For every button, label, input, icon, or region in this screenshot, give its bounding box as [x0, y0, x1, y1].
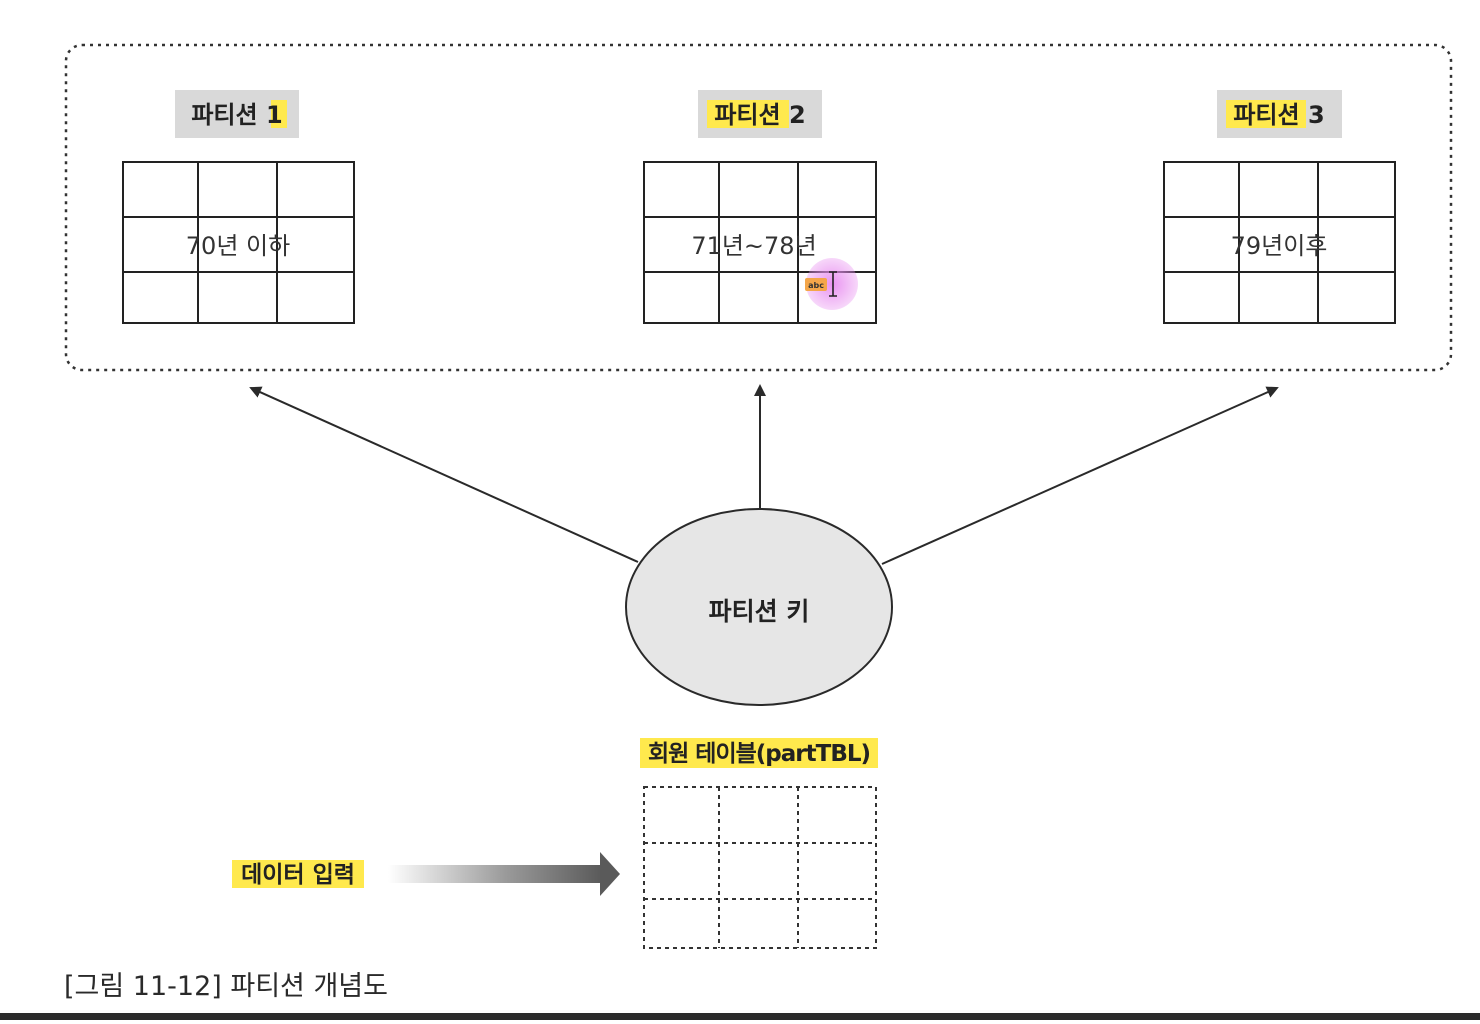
source-table-label: 회원 테이블(partTBL): [648, 741, 870, 767]
partition-2-range: 71년~78년: [691, 232, 816, 260]
i-beam-cursor-icon: [829, 271, 837, 297]
text-cursor-indicator: abc: [805, 258, 858, 310]
partition-1-highlight: [271, 100, 287, 128]
data-input-label: 데이터 입력: [241, 862, 355, 888]
partition-key-label: 파티션 키: [709, 597, 810, 626]
partition-2-label: 파티션 2: [714, 101, 805, 129]
partition-3: 파티션 3 79년이후: [1163, 90, 1396, 324]
data-input-arrow: [388, 852, 620, 896]
figure-caption: [그림 11-12] 파티션 개념도: [64, 971, 388, 1002]
partition-1: 파티션 1 70년 이하: [122, 90, 355, 324]
arrow-to-partition-3: [881, 386, 1279, 565]
source-table-highlight: [640, 738, 878, 768]
partition-3-range: 79년이후: [1231, 232, 1328, 260]
partition-1-range: 70년 이하: [186, 232, 290, 260]
partition-3-label: 파티션 3: [1233, 101, 1324, 129]
partition-key-ellipse: [625, 508, 893, 706]
partition-1-label: 파티션 1: [191, 101, 282, 129]
partition-1-table: [122, 161, 355, 324]
data-input-highlight: [232, 860, 364, 888]
bottom-bar: [0, 1013, 1480, 1020]
partition-2: 파티션 2 71년~78년 abc: [643, 90, 877, 324]
source-table: [643, 786, 877, 949]
partition-3-highlight: [1226, 100, 1306, 128]
arrow-to-partition-1: [249, 386, 639, 563]
partition-3-table: [1163, 161, 1396, 324]
partition-2-highlight: [707, 100, 789, 128]
cursor-badge: abc: [808, 281, 824, 290]
